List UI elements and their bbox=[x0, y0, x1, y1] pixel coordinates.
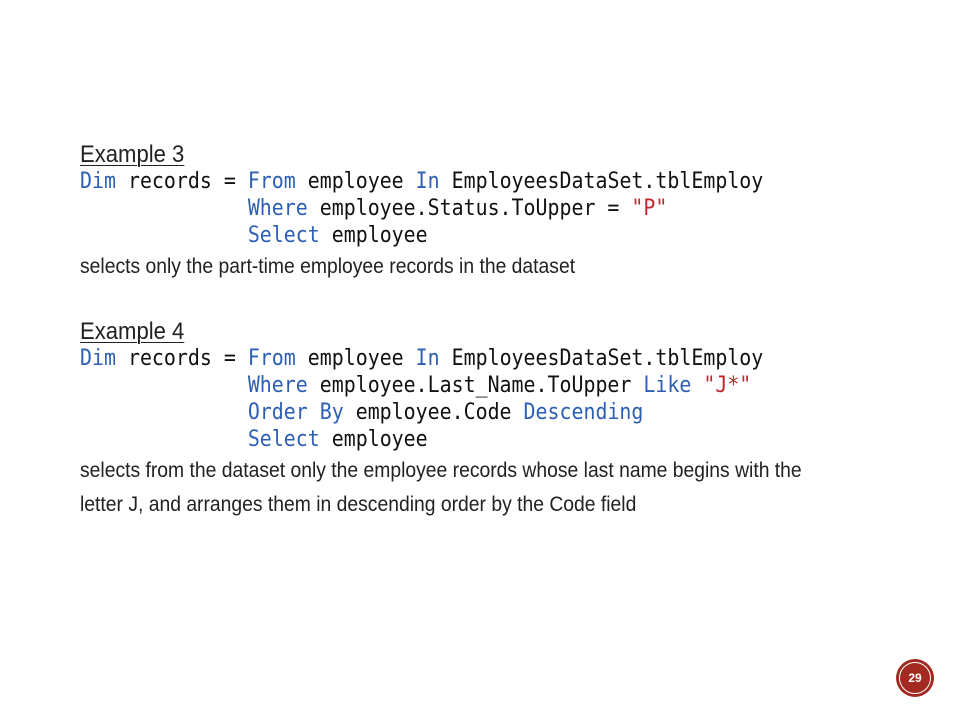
code-keyword: Like bbox=[643, 373, 692, 398]
code-line: Dim records = From employee In Employees… bbox=[80, 345, 822, 372]
code-text: employee bbox=[319, 223, 428, 248]
example-3: Example 3 Dim records = From employee In… bbox=[80, 140, 900, 283]
code-keyword: Descending bbox=[523, 400, 644, 425]
code-text: records = bbox=[115, 169, 248, 194]
code-text bbox=[80, 373, 248, 398]
description-line: letter J, and arranges them in descendin… bbox=[80, 493, 637, 516]
code-text bbox=[691, 373, 703, 398]
code-text: employee bbox=[295, 346, 416, 371]
code-line: Order By employee.Code Descending bbox=[80, 399, 822, 426]
code-text bbox=[80, 223, 248, 248]
code-line: Dim records = From employee In Employees… bbox=[80, 168, 822, 195]
code-text: employee.Last_Name.ToUpper bbox=[307, 373, 644, 398]
example-heading: Example 3 bbox=[80, 141, 185, 168]
code-line: Select employee bbox=[80, 426, 822, 453]
code-line: Where employee.Status.ToUpper = "P" bbox=[80, 195, 822, 222]
code-text: records = bbox=[115, 346, 248, 371]
code-text bbox=[80, 427, 248, 452]
code-string: "J*" bbox=[703, 373, 752, 398]
code-string: "P" bbox=[631, 196, 668, 221]
code-keyword: In bbox=[415, 346, 440, 371]
code-line: Where employee.Last_Name.ToUpper Like "J… bbox=[80, 372, 822, 399]
code-text: employee.Code bbox=[343, 400, 524, 425]
example-4: Example 4 Dim records = From employee In… bbox=[80, 317, 900, 521]
description: selects from the dataset only the employ… bbox=[80, 454, 900, 521]
description: selects only the part-time employee reco… bbox=[80, 250, 900, 283]
code-text: EmployeesDataSet.tblEmploy bbox=[439, 346, 764, 371]
description-line: selects from the dataset only the employ… bbox=[80, 459, 802, 482]
code-block: Dim records = From employee In Employees… bbox=[80, 345, 822, 453]
code-text bbox=[80, 196, 248, 221]
code-keyword: Where bbox=[247, 373, 308, 398]
code-text: employee bbox=[295, 169, 416, 194]
code-keyword: In bbox=[415, 169, 440, 194]
code-block: Dim records = From employee In Employees… bbox=[80, 168, 822, 249]
code-keyword: Order By bbox=[247, 400, 344, 425]
code-keyword: Select bbox=[247, 223, 320, 248]
code-text: employee bbox=[319, 427, 428, 452]
code-line: Select employee bbox=[80, 222, 822, 249]
code-keyword: From bbox=[247, 169, 296, 194]
code-keyword: Dim bbox=[80, 346, 116, 371]
code-keyword: From bbox=[247, 346, 296, 371]
page-number: 29 bbox=[908, 671, 922, 685]
description-line: selects only the part-time employee reco… bbox=[80, 255, 576, 278]
code-keyword: Where bbox=[247, 196, 308, 221]
page-number-badge: 29 bbox=[896, 659, 934, 697]
code-text: employee.Status.ToUpper = bbox=[307, 196, 632, 221]
code-text bbox=[80, 400, 248, 425]
code-text: EmployeesDataSet.tblEmploy bbox=[439, 169, 764, 194]
example-heading: Example 4 bbox=[80, 318, 185, 345]
code-keyword: Select bbox=[247, 427, 320, 452]
code-keyword: Dim bbox=[80, 169, 116, 194]
